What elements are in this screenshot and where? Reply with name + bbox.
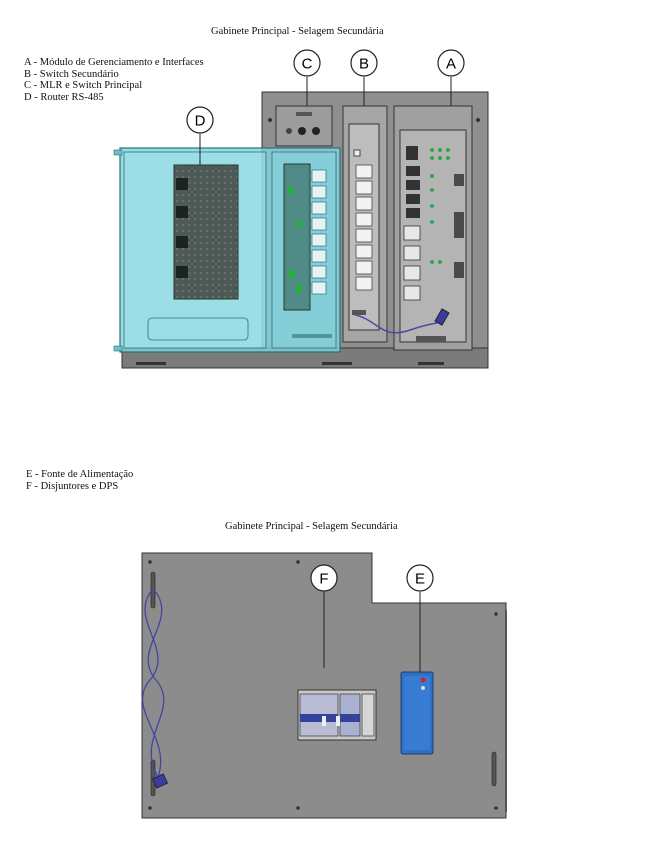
legend-item-f: F - Disjuntores e DPS (26, 480, 119, 492)
legend-item-b: B - Switch Secundário (24, 68, 119, 80)
callout-f-label: F (319, 571, 328, 588)
seal-wire (147, 589, 165, 781)
legend-item-c: C - MLR e Switch Principal (24, 80, 143, 91)
top-figure-title: Gabinete Principal - Selagem Secundária (211, 26, 384, 37)
legend-item-a: A - Módulo de Gerenciamento e Interfaces (24, 57, 204, 68)
bottom-figure-title: Gabinete Principal - Selagem Secundária (225, 521, 398, 532)
callout-c-label: C (302, 56, 313, 73)
module-d-router-panel (113, 147, 341, 353)
callout-b-label: B (359, 56, 369, 73)
callout-d: D (186, 106, 214, 165)
top-legend: A - Módulo de Gerenciamento e Interfaces… (24, 57, 204, 103)
module-c-mlr (275, 105, 333, 147)
callout-e-label: E (415, 571, 425, 588)
callout-a-label: A (446, 56, 456, 73)
legend-item-e: E - Fonte de Alimentação (26, 469, 134, 480)
callout-b: B (350, 49, 378, 106)
legend-item-d: D - Router RS-485 (24, 91, 104, 103)
callout-d-label: D (195, 113, 206, 130)
callout-a: A (437, 49, 465, 106)
module-b-switch (342, 105, 388, 343)
module-f-breakers-dps (297, 689, 377, 741)
callout-c: C (293, 49, 321, 106)
callout-f: F (310, 564, 338, 668)
bottom-cabinet: F E (141, 552, 507, 819)
module-a-management (393, 105, 473, 351)
module-e-power-supply (400, 671, 434, 755)
bottom-legend: E - Fonte de Alimentação F - Disjuntores… (26, 469, 133, 492)
top-cabinet: C B A D (113, 49, 489, 369)
callout-e: E (406, 564, 434, 672)
